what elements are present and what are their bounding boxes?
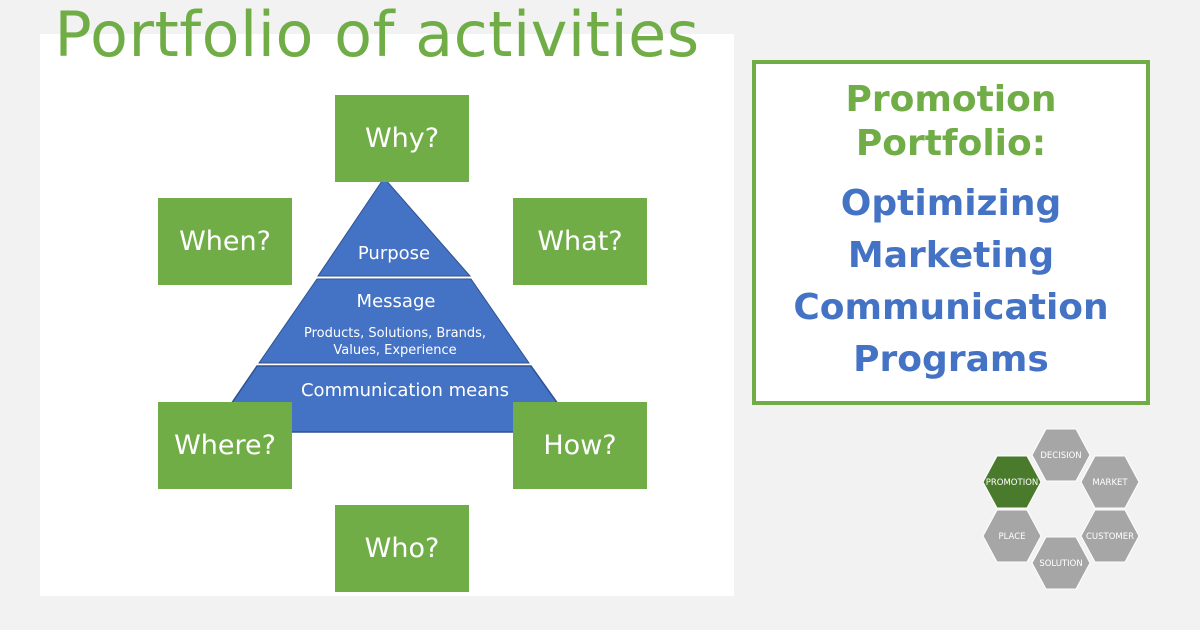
hex-decision: DECISION	[1031, 428, 1091, 482]
question-box-who: Who?	[335, 505, 469, 592]
hex-promotion: PROMOTION	[982, 455, 1042, 509]
pyramid-layer-purpose	[317, 177, 472, 277]
hex-place: PLACE	[982, 509, 1042, 563]
question-box-how: How?	[513, 402, 647, 489]
hex-label-decision: DECISION	[1040, 451, 1081, 461]
panel-subtitle-line-1: Optimizing	[840, 183, 1062, 224]
panel-heading-line-2: Portfolio:	[855, 123, 1047, 164]
hex-label-customer: CUSTOMER	[1086, 532, 1134, 542]
panel-subtitle-line-2: Marketing	[847, 235, 1055, 276]
hex-market: MARKET	[1080, 455, 1140, 509]
hex-label-market: MARKET	[1092, 478, 1128, 488]
marketing-hexagon-cluster: DECISION PROMOTION MARKET PLACE CUSTOMER…	[982, 428, 1140, 590]
hex-customer: CUSTOMER	[1080, 509, 1140, 563]
panel-subtitle-line-4: Programs	[853, 339, 1049, 380]
question-box-where: Where?	[158, 402, 292, 489]
hex-label-solution: SOLUTION	[1039, 559, 1082, 569]
pyramid-label-communication-means: Communication means	[300, 380, 510, 401]
pyramid-label-message-detail-2: Values, Experience	[333, 343, 457, 358]
question-box-what: What?	[513, 198, 647, 285]
hex-solution: SOLUTION	[1031, 536, 1091, 590]
panel-subtitle-line-3: Communication	[793, 287, 1109, 328]
pyramid-label-message-detail-1: Products, Solutions, Brands,	[303, 326, 487, 341]
hex-label-place: PLACE	[998, 532, 1025, 542]
question-box-when: When?	[158, 198, 292, 285]
question-box-why: Why?	[335, 95, 469, 182]
panel-heading-line-1: Promotion	[845, 79, 1057, 120]
pyramid-label-message: Message	[356, 291, 436, 312]
slide-title: Portfolio of activities	[54, 0, 700, 71]
hex-label-promotion: PROMOTION	[986, 478, 1039, 488]
pyramid-layer-message	[258, 278, 530, 364]
pyramid-label-purpose: Purpose	[357, 243, 431, 264]
promotion-portfolio-panel: Promotion Portfolio: Optimizing Marketin…	[752, 60, 1150, 405]
